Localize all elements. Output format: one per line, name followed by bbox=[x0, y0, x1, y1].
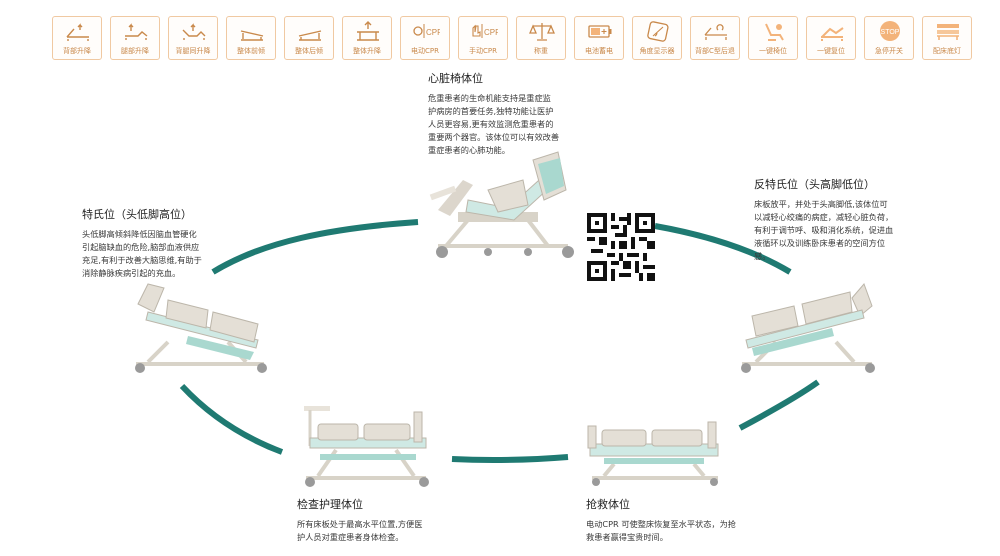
svg-text:CPR: CPR bbox=[484, 28, 498, 37]
feature-under-bed-light: 配床底灯 bbox=[922, 16, 972, 60]
feature-leg-raise: 腿部升降 bbox=[110, 16, 160, 60]
chair-position-icon bbox=[765, 23, 784, 41]
bed-exam-illustration bbox=[304, 406, 429, 487]
section-description: 床板放平，并处于头高脚低,该体位可 以减轻心绞痛的病症，减轻心脏负荷， 有利于调… bbox=[754, 199, 894, 261]
bed-reverse-trendelenburg-illustration bbox=[741, 283, 875, 373]
feature-label: 称重 bbox=[534, 47, 548, 55]
bed-leg-raise-icon bbox=[125, 23, 148, 40]
ring-arc-bottom-right bbox=[738, 379, 820, 431]
feature-back-c-retreat: 背部C型后退 bbox=[690, 16, 740, 60]
feature-label: 电动CPR bbox=[411, 47, 439, 55]
feature-tilt-back: 整体后倾 bbox=[284, 16, 334, 60]
section-description: 危重患者的生命机能支持是重症监 护病房的首要任务,独特功能让医护 人员更容易,更… bbox=[428, 93, 560, 155]
section-description: 所有床板处于最高水平位置,方便医 护人员对重症患者身体检查。 bbox=[297, 519, 423, 542]
feature-label: 电池蓄电 bbox=[585, 47, 613, 55]
battery-icon bbox=[588, 25, 612, 38]
qr-code[interactable] bbox=[587, 213, 655, 281]
feature-label: 配床底灯 bbox=[933, 47, 961, 55]
section-description: 电动CPR 可使整床恢复至水平状态，为抢 救患者赢得宝贵时间。 bbox=[586, 519, 736, 542]
svg-text:STOP: STOP bbox=[881, 29, 900, 36]
bed-cardiac-chair-illustration bbox=[429, 151, 574, 258]
section-title: 心脏椅体位 bbox=[428, 72, 483, 85]
bed-back-leg-icon bbox=[182, 23, 206, 40]
feature-icon-row: 背部升降 腿部升降 背腿同升降 整体前倾 整体后倾 整体升降 CPR 电动CPR… bbox=[52, 16, 972, 62]
ring-arc-bottom-center bbox=[451, 454, 569, 464]
ring-arc-top-left bbox=[211, 219, 419, 275]
feature-label: 背腿同升降 bbox=[175, 47, 211, 55]
feature-label: 手动CPR bbox=[469, 47, 497, 55]
section-rescue-position: 抢救体位 电动CPR 可使整床恢复至水平状态，为抢 救患者赢得宝贵时间。 bbox=[586, 496, 776, 544]
feature-label: 一键椅位 bbox=[759, 47, 787, 55]
feature-label: 角度显示器 bbox=[639, 47, 675, 55]
bed-tilt-forward-icon bbox=[240, 30, 264, 41]
bed-lift-icon bbox=[357, 21, 379, 41]
section-title: 反特氏位（头高脚低位） bbox=[754, 178, 875, 191]
section-exam-position: 检查护理体位 所有床板处于最高水平位置,方便医 护人员对重症患者身体检查。 bbox=[297, 496, 472, 544]
feature-label: 整体后倾 bbox=[295, 47, 323, 55]
section-title: 抢救体位 bbox=[586, 498, 630, 511]
feature-label: 背部C型后退 bbox=[695, 47, 735, 55]
feature-angle-display: 角度显示器 bbox=[632, 16, 682, 60]
reset-position-icon bbox=[821, 27, 844, 41]
feature-chair-position: 一键椅位 bbox=[748, 16, 798, 60]
feature-emergency-stop: STOP 急停开关 bbox=[864, 16, 914, 60]
emergency-stop-icon: STOP bbox=[880, 21, 900, 41]
ring-arc-top-right bbox=[654, 223, 792, 275]
bed-tilt-back-icon bbox=[298, 30, 322, 41]
feature-label: 腿部升降 bbox=[121, 47, 149, 55]
feature-battery: 电池蓄电 bbox=[574, 16, 624, 60]
section-description: 头低脚高倾斜降低因脑血管硬化 引起脑缺血的危险,脑部血液供应 充足,有利于改善大… bbox=[82, 229, 202, 278]
feature-reset-position: 一键复位 bbox=[806, 16, 856, 60]
section-title: 检查护理体位 bbox=[297, 498, 363, 511]
electric-cpr-icon: CPR bbox=[413, 24, 440, 38]
section-trendelenburg: 特氏位（头低脚高位） 头低脚高倾斜降低因脑血管硬化 引起脑缺血的危险,脑部血液供… bbox=[82, 206, 252, 280]
feature-back-leg: 背腿同升降 bbox=[168, 16, 218, 60]
svg-text:CPR: CPR bbox=[426, 28, 440, 37]
ring-arc-bottom-left bbox=[179, 383, 284, 455]
feature-label: 急停开关 bbox=[875, 47, 903, 55]
scale-icon bbox=[529, 23, 555, 41]
under-bed-light-icon bbox=[937, 24, 959, 40]
feature-label: 背部升降 bbox=[63, 47, 91, 55]
feature-scale: 称重 bbox=[516, 16, 566, 60]
section-cardiac-chair: 心脏椅体位 危重患者的生命机能支持是重症监 护病房的首要任务,独特功能让医护 人… bbox=[428, 70, 603, 157]
feature-manual-cpr: CPR 手动CPR bbox=[458, 16, 508, 60]
feature-label: 一键复位 bbox=[817, 47, 845, 55]
section-title: 特氏位（头低脚高位） bbox=[82, 208, 192, 221]
back-c-retreat-icon bbox=[704, 24, 727, 40]
feature-lift: 整体升降 bbox=[342, 16, 392, 60]
feature-back-raise: 背部升降 bbox=[52, 16, 102, 60]
bed-trendelenburg-illustration bbox=[135, 283, 267, 373]
feature-label: 整体前倾 bbox=[237, 47, 265, 55]
section-reverse-trendelenburg: 反特氏位（头高脚低位） 床板放平，并处于头高脚低,该体位可 以减轻心绞痛的病症，… bbox=[754, 176, 930, 263]
angle-display-icon bbox=[647, 21, 669, 42]
bed-rescue-illustration bbox=[587, 421, 719, 486]
manual-cpr-icon: CPR bbox=[472, 24, 498, 38]
feature-tilt-forward: 整体前倾 bbox=[226, 16, 276, 60]
feature-electric-cpr: CPR 电动CPR bbox=[400, 16, 450, 60]
feature-label: 整体升降 bbox=[353, 47, 381, 55]
bed-back-raise-icon bbox=[66, 23, 89, 41]
